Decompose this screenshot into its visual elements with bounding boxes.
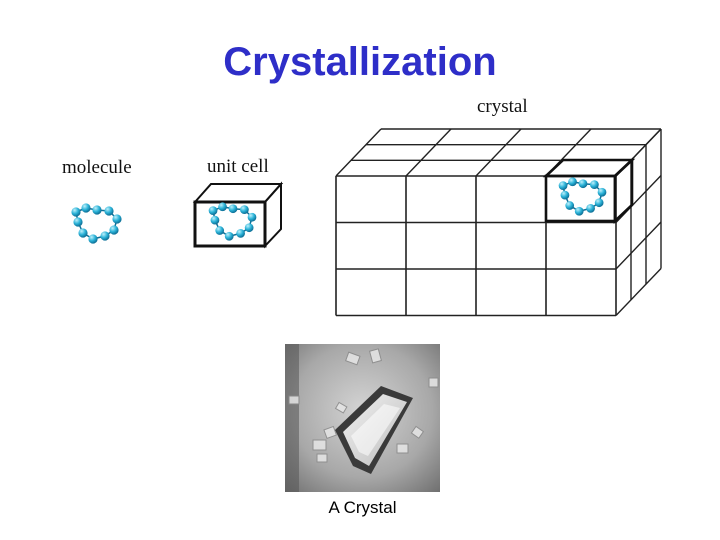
atom-icon bbox=[71, 207, 81, 217]
atom-icon bbox=[215, 226, 225, 235]
crystal-photo-caption: A Crystal bbox=[328, 498, 397, 517]
atom-icon bbox=[228, 204, 238, 214]
atom-icon bbox=[578, 179, 588, 189]
atom-icon bbox=[597, 187, 607, 197]
atom-icon bbox=[594, 198, 604, 208]
atom-icon bbox=[109, 225, 119, 235]
atom-icon bbox=[208, 206, 218, 215]
atom-icon bbox=[210, 215, 220, 225]
atom-icon bbox=[112, 214, 122, 224]
crystal-cell-molecule bbox=[558, 177, 607, 216]
crystal-highlight-cell bbox=[542, 156, 636, 225]
atom-icon bbox=[247, 212, 257, 222]
page-title: Crystallization bbox=[223, 40, 497, 84]
unit-cell-label: unit cell bbox=[207, 156, 269, 177]
unit-cell-box bbox=[192, 181, 284, 249]
atom-icon bbox=[236, 229, 245, 238]
crystal-label: crystal bbox=[477, 96, 528, 117]
atom-icon bbox=[558, 181, 568, 190]
atom-icon bbox=[218, 202, 227, 212]
atom-icon bbox=[73, 217, 83, 227]
atom-icon bbox=[568, 177, 577, 187]
molecule-label: molecule bbox=[62, 157, 132, 178]
atom-icon bbox=[565, 201, 575, 210]
atom-icon bbox=[244, 223, 254, 233]
atom-icon bbox=[224, 231, 234, 241]
atom-icon bbox=[88, 234, 98, 244]
atom-icon bbox=[104, 206, 114, 216]
unit-cell-molecule bbox=[208, 202, 257, 241]
atom-icon bbox=[590, 180, 599, 190]
molecule-graphic bbox=[71, 203, 122, 244]
atom-icon bbox=[81, 203, 91, 213]
atom-icon bbox=[560, 190, 570, 200]
atom-icon bbox=[574, 206, 584, 216]
atom-icon bbox=[92, 205, 102, 215]
atom-icon bbox=[586, 204, 595, 213]
crystal-photo bbox=[285, 344, 440, 492]
atom-icon bbox=[240, 205, 249, 215]
atom-icon bbox=[100, 231, 110, 241]
atom-icon bbox=[78, 228, 88, 238]
